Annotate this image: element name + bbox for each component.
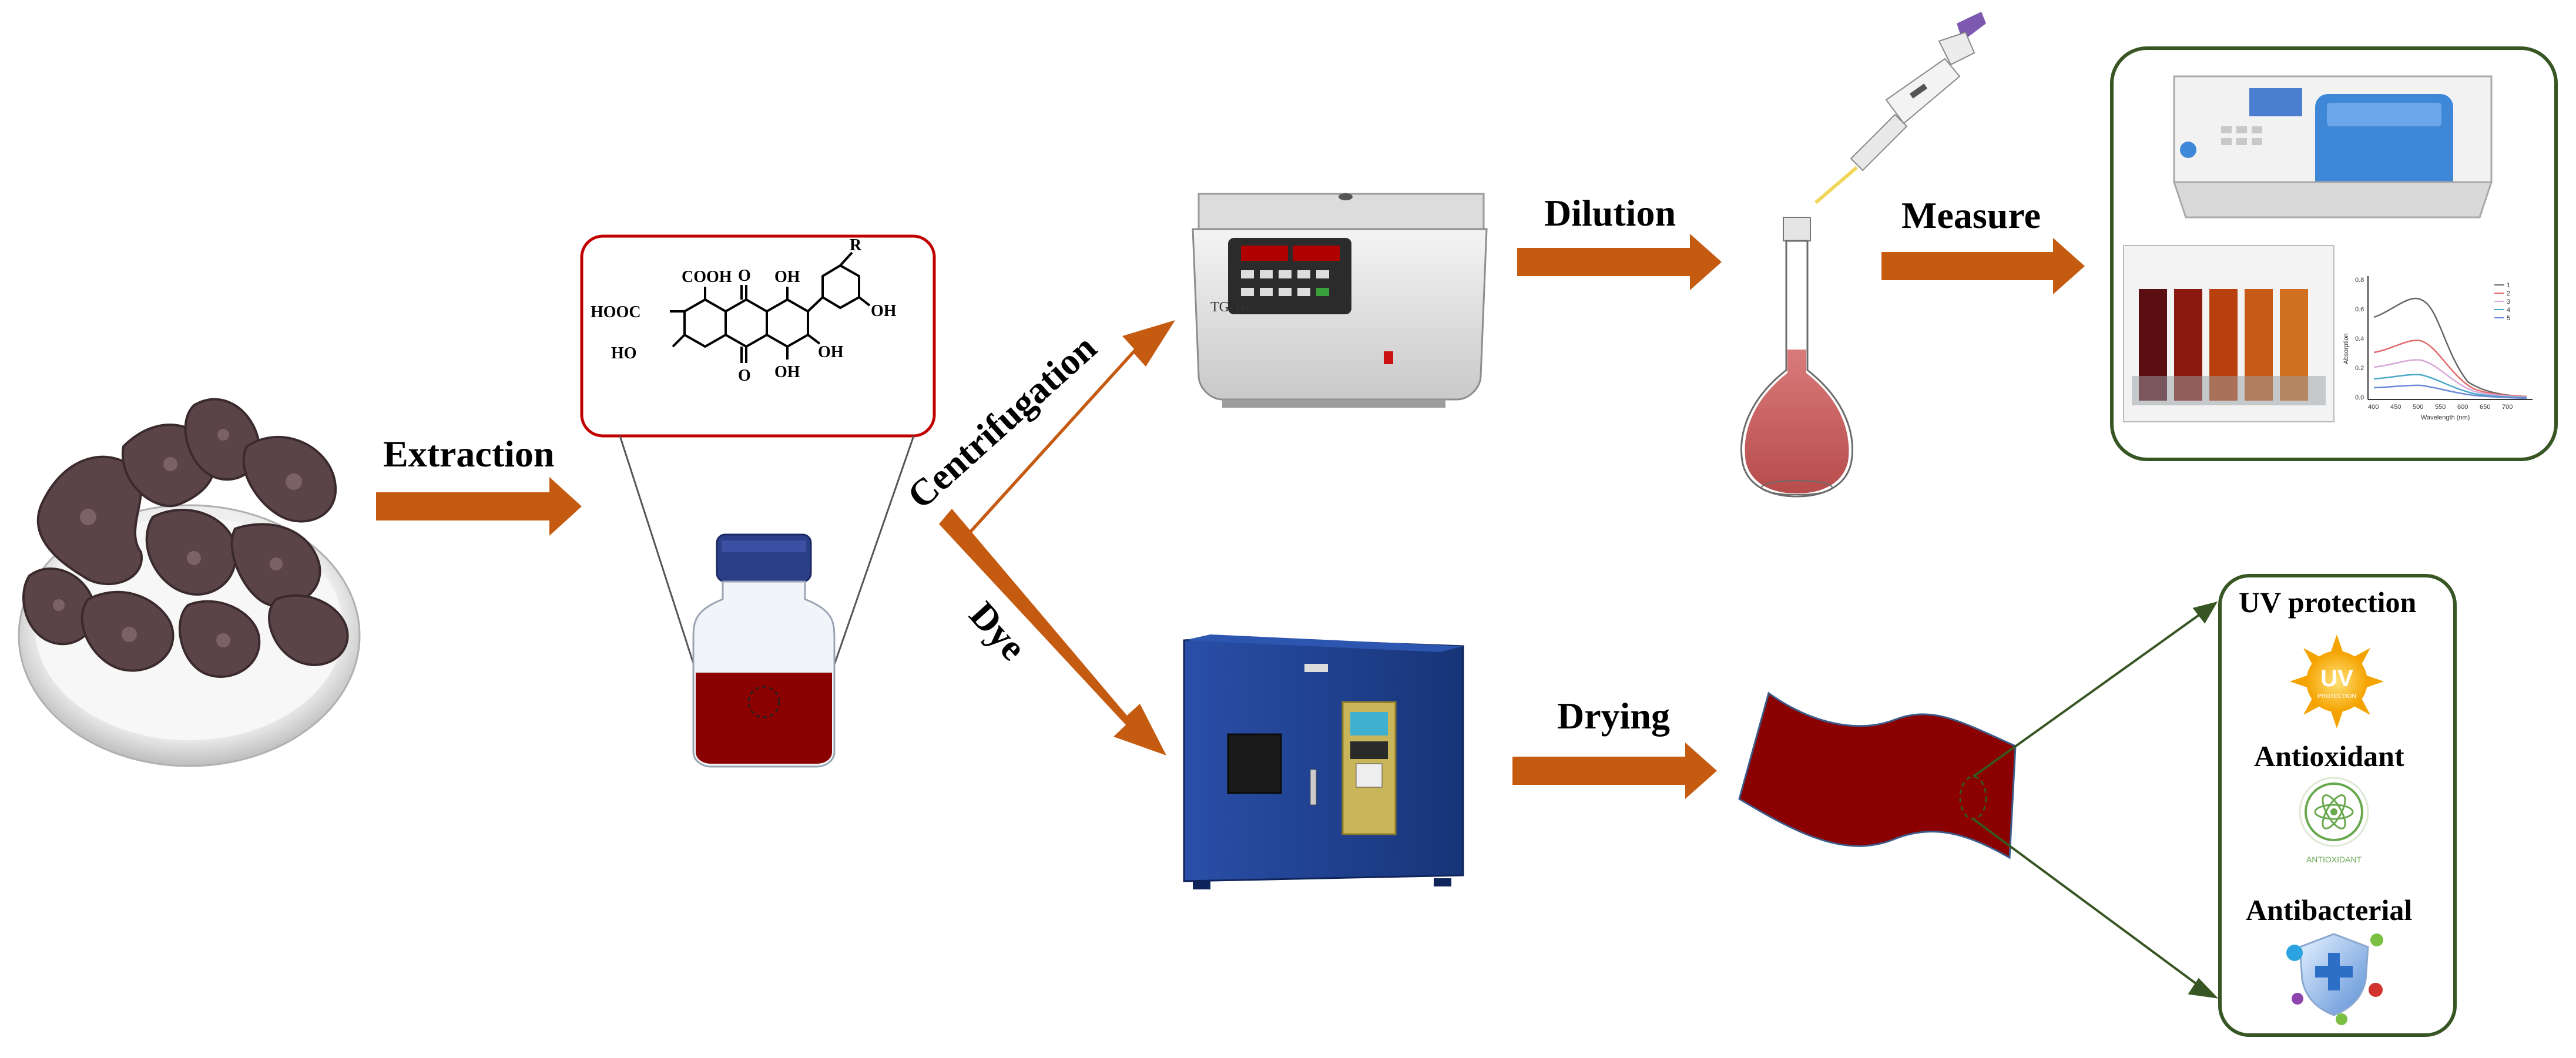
molecule-oh-bottom: OH <box>774 363 800 381</box>
label-extraction: Extraction <box>383 433 555 475</box>
ytick-0.2: 0.2 <box>2355 365 2364 372</box>
legend-2: 2 <box>2507 290 2510 297</box>
molecule-hooc: HOOC <box>591 303 641 321</box>
centrifuge-model-label: TG-16 <box>1210 300 1248 315</box>
xtick-500: 500 <box>2413 404 2423 411</box>
legend-5: 5 <box>2507 315 2510 322</box>
antioxidant-icon: ANTIOXIDANT <box>2299 777 2369 864</box>
legend-4: 4 <box>2507 307 2510 314</box>
label-measure: Measure <box>1901 194 2041 236</box>
molecule-oh-ring: OH <box>871 302 897 320</box>
arrow-dye <box>939 509 1166 755</box>
molecule-ho-left: HO <box>611 344 637 362</box>
label-drying: Drying <box>1557 695 1670 737</box>
uv-badge-sub: PROTECTION <box>2317 693 2356 700</box>
ytick-0.0: 0.0 <box>2355 394 2364 401</box>
molecule-cooh: COOH <box>682 268 732 286</box>
legend-3: 3 <box>2507 298 2510 305</box>
molecule-oh-right: OH <box>818 343 844 361</box>
xtick-450: 450 <box>2390 404 2401 411</box>
molecule-oh-top: OH <box>774 268 800 286</box>
chart-ylabel: Absorption <box>2343 333 2350 364</box>
label-dilution: Dilution <box>1544 192 1676 234</box>
absorbance-curves <box>2373 297 2527 399</box>
uv-badge-text: UV <box>2320 666 2353 691</box>
uv-protection-icon: UV PROTECTION <box>2290 634 2384 728</box>
ytick-0.6: 0.6 <box>2355 306 2364 313</box>
molecule-structure: COOH HOOC HO O O OH OH OH OH R <box>580 234 936 438</box>
zoom-lines <box>619 435 915 682</box>
molecule-o-bottom: O <box>738 367 751 385</box>
ytick-0.4: 0.4 <box>2355 335 2364 342</box>
arrow-extraction <box>376 477 582 536</box>
molecule-r: R <box>850 236 862 254</box>
arrow-measure <box>1881 238 2085 294</box>
label-antioxidant: Antioxidant <box>2254 740 2404 772</box>
measurement-panel: 1 2 3 4 5 0.8 0.6 0.4 0.2 0.0 400 450 50… <box>2110 46 2558 461</box>
property-arrows <box>1972 601 2219 999</box>
pipette <box>1814 12 1986 204</box>
antibacterial-icon <box>2286 933 2383 1025</box>
arrows <box>376 234 2085 799</box>
arrow-dilution <box>1517 234 1722 290</box>
dye-extract-bottle <box>692 533 836 768</box>
chart-xlabel: Wavelength (nm) <box>2421 414 2470 421</box>
xtick-650: 650 <box>2480 404 2490 411</box>
label-antibacterial: Antibacterial <box>2246 894 2413 926</box>
xtick-400: 400 <box>2368 404 2379 411</box>
xtick-600: 600 <box>2457 404 2468 411</box>
properties-panel: UV PROTECTION ANTIOXIDANT <box>2218 574 2457 1037</box>
molecule-o-top: O <box>738 267 751 285</box>
drying-oven <box>1183 634 1464 889</box>
antioxidant-badge-text: ANTIOXIDANT <box>2306 855 2362 864</box>
xtick-550: 550 <box>2435 404 2446 411</box>
xtick-700: 700 <box>2502 404 2513 411</box>
legend-1: 1 <box>2507 282 2510 289</box>
ytick-0.8: 0.8 <box>2355 277 2364 284</box>
arrow-centrifugation <box>939 320 1175 542</box>
volumetric-flask <box>1740 217 1853 498</box>
chart-legend: 1 2 3 4 5 <box>2494 282 2510 322</box>
absorbance-chart: 1 2 3 4 5 0.8 0.6 0.4 0.2 0.0 400 450 50… <box>2343 270 2538 421</box>
raw-material-bowl <box>18 398 361 767</box>
centrifuge: TG-16 <box>1192 193 1488 408</box>
label-uv-protection: UV protection <box>2239 586 2417 619</box>
arrow-drying <box>1512 743 1717 799</box>
